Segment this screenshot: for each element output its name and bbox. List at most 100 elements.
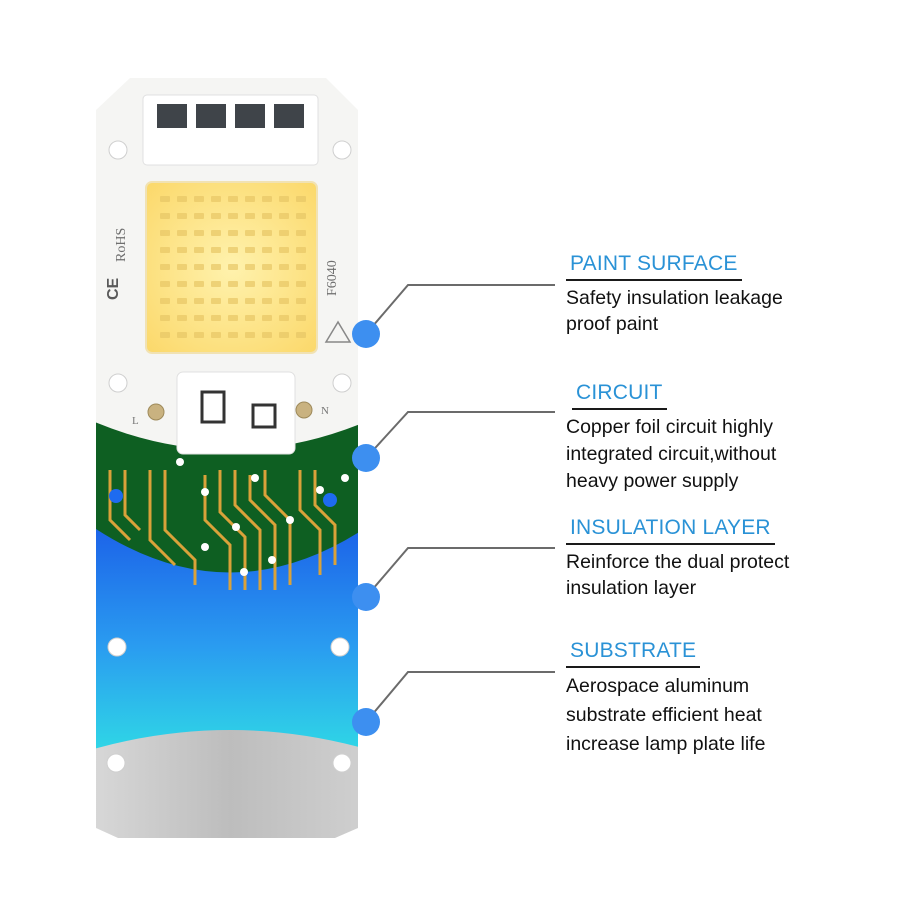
led-die — [194, 213, 204, 219]
led-die — [228, 298, 238, 304]
callout-description: Safety insulation leakage proof paint — [566, 287, 783, 335]
circuit-layer — [96, 400, 358, 573]
led-die — [262, 332, 272, 338]
led-die — [194, 315, 204, 321]
led-die — [296, 264, 306, 270]
led-die — [160, 264, 170, 270]
callout-title: CIRCUIT — [572, 381, 667, 410]
led-die — [296, 247, 306, 253]
led-die — [211, 264, 221, 270]
led-die — [296, 315, 306, 321]
led-die — [228, 332, 238, 338]
led-die — [279, 332, 289, 338]
led-die — [245, 332, 255, 338]
led-die — [279, 247, 289, 253]
led-die — [296, 230, 306, 236]
vias — [176, 458, 349, 576]
marker-dot-circuit — [352, 444, 380, 472]
led-die — [262, 247, 272, 253]
driver-pad-right — [251, 403, 277, 429]
led-die — [177, 247, 187, 253]
callout-description: Reinforce the dual protect insulation la… — [566, 551, 790, 599]
led-die — [211, 230, 221, 236]
left-pad-label: L — [132, 415, 139, 427]
led-die — [262, 298, 272, 304]
led-die — [228, 230, 238, 236]
copper-traces — [108, 470, 337, 590]
led-die — [177, 264, 187, 270]
led-die — [194, 196, 204, 202]
led-die — [262, 196, 272, 202]
led-die — [262, 315, 272, 321]
led-die — [160, 298, 170, 304]
led-die — [194, 230, 204, 236]
leader-line-insulation — [365, 547, 555, 598]
led-die — [211, 196, 221, 202]
led-die — [228, 247, 238, 253]
callout-title: INSULATION LAYER — [566, 516, 775, 545]
led-die — [177, 213, 187, 219]
led-die — [296, 281, 306, 287]
callout-description: Copper foil circuit highly integrated ci… — [566, 416, 777, 492]
led-die — [245, 281, 255, 287]
led-die — [160, 332, 170, 338]
led-die — [262, 213, 272, 219]
led-die — [177, 315, 187, 321]
led-die — [245, 298, 255, 304]
led-die — [296, 332, 306, 338]
led-die — [245, 315, 255, 321]
led-die — [262, 230, 272, 236]
led-die — [296, 298, 306, 304]
model-mark: F6040 — [325, 260, 340, 296]
led-die — [296, 196, 306, 202]
led-die — [160, 315, 170, 321]
rohs-mark: RoHS — [114, 228, 129, 262]
led-die — [194, 247, 204, 253]
led-die — [245, 213, 255, 219]
led-die — [228, 281, 238, 287]
callout-paint-surface: PAINT SURFACE Safety insulation leakage … — [566, 252, 866, 337]
driver-pad-left — [200, 390, 226, 424]
led-die — [160, 196, 170, 202]
marker-dot-substrate — [352, 708, 380, 736]
led-die — [228, 315, 238, 321]
led-die — [211, 332, 221, 338]
insulation-layer — [96, 520, 358, 750]
leader-line-substrate — [365, 671, 555, 723]
led-die — [279, 230, 289, 236]
layer-stack — [96, 78, 358, 838]
driver-pins — [157, 104, 304, 128]
callout-title: SUBSTRATE — [566, 639, 701, 668]
led-die — [160, 213, 170, 219]
right-pad-label: N — [321, 405, 329, 417]
warning-triangle-icon — [324, 320, 352, 343]
led-die — [211, 315, 221, 321]
led-die — [262, 281, 272, 287]
ce-mark: CE — [105, 277, 122, 300]
led-die — [160, 281, 170, 287]
led-die — [228, 264, 238, 270]
led-die — [279, 264, 289, 270]
led-die — [245, 247, 255, 253]
callout-title: PAINT SURFACE — [566, 252, 742, 281]
led-die — [177, 298, 187, 304]
callout-circuit: CIRCUIT Copper foil circuit highly integ… — [566, 381, 866, 495]
led-die — [245, 264, 255, 270]
led-die — [279, 315, 289, 321]
led-die — [211, 281, 221, 287]
led-die — [245, 230, 255, 236]
led-die — [194, 298, 204, 304]
led-die — [296, 213, 306, 219]
led-die — [279, 281, 289, 287]
marker-dot-insulation — [352, 583, 380, 611]
led-die — [211, 213, 221, 219]
led-dies — [160, 196, 306, 338]
marker-dot-paint-surface — [352, 320, 380, 348]
pcb-blue-dot-right — [323, 493, 337, 507]
led-die — [160, 247, 170, 253]
led-die — [211, 298, 221, 304]
driver-ic-bottom — [176, 371, 296, 455]
led-die — [245, 196, 255, 202]
led-die — [194, 332, 204, 338]
